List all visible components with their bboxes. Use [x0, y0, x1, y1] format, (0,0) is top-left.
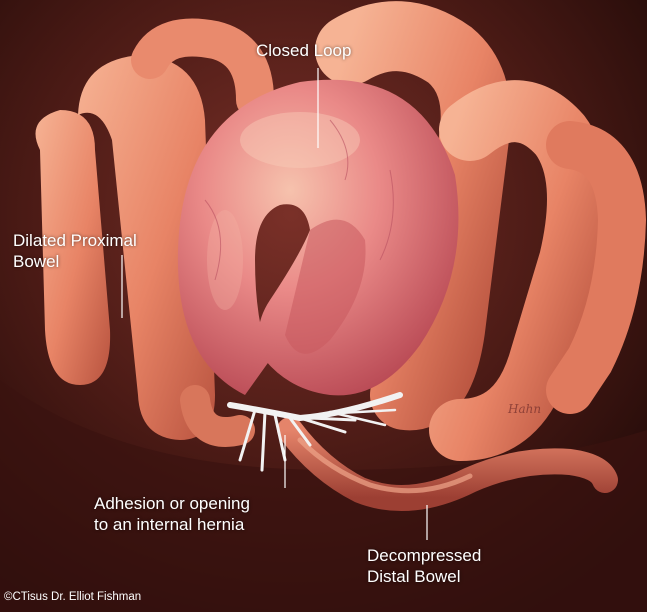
distal-bowel — [277, 417, 618, 511]
distal-bowel-label: Decompressed Distal Bowel — [367, 545, 481, 587]
background-floor — [0, 380, 647, 612]
adhesion-band — [227, 392, 403, 472]
copyright-credit: ©CTisus Dr. Elliot Fishman — [4, 591, 142, 603]
proximal-bowel-label: Dilated Proximal Bowel — [13, 230, 137, 272]
distal-bowel-label-line1: Decompressed — [367, 546, 482, 565]
distal-bowel-label-line2: Distal Bowel — [367, 567, 461, 586]
adhesion-label: Adhesion or opening to an internal herni… — [94, 493, 250, 535]
proximal-bowel-right — [315, 1, 647, 461]
proximal-bowel-left — [35, 18, 274, 447]
proximal-bowel-label-line1: Dilated Proximal — [13, 231, 137, 250]
closed-loop-label-text: Closed Loop — [256, 41, 352, 60]
adhesion-label-line2: to an internal hernia — [94, 515, 245, 534]
artist-signature: Hahn — [508, 402, 542, 416]
closed-loop-label: Closed Loop — [256, 40, 351, 61]
adhesion-label-line1: Adhesion or opening — [94, 494, 250, 513]
closed-loop — [177, 79, 459, 396]
leader-lines — [121, 68, 428, 540]
proximal-bowel-label-line2: Bowel — [13, 252, 60, 271]
